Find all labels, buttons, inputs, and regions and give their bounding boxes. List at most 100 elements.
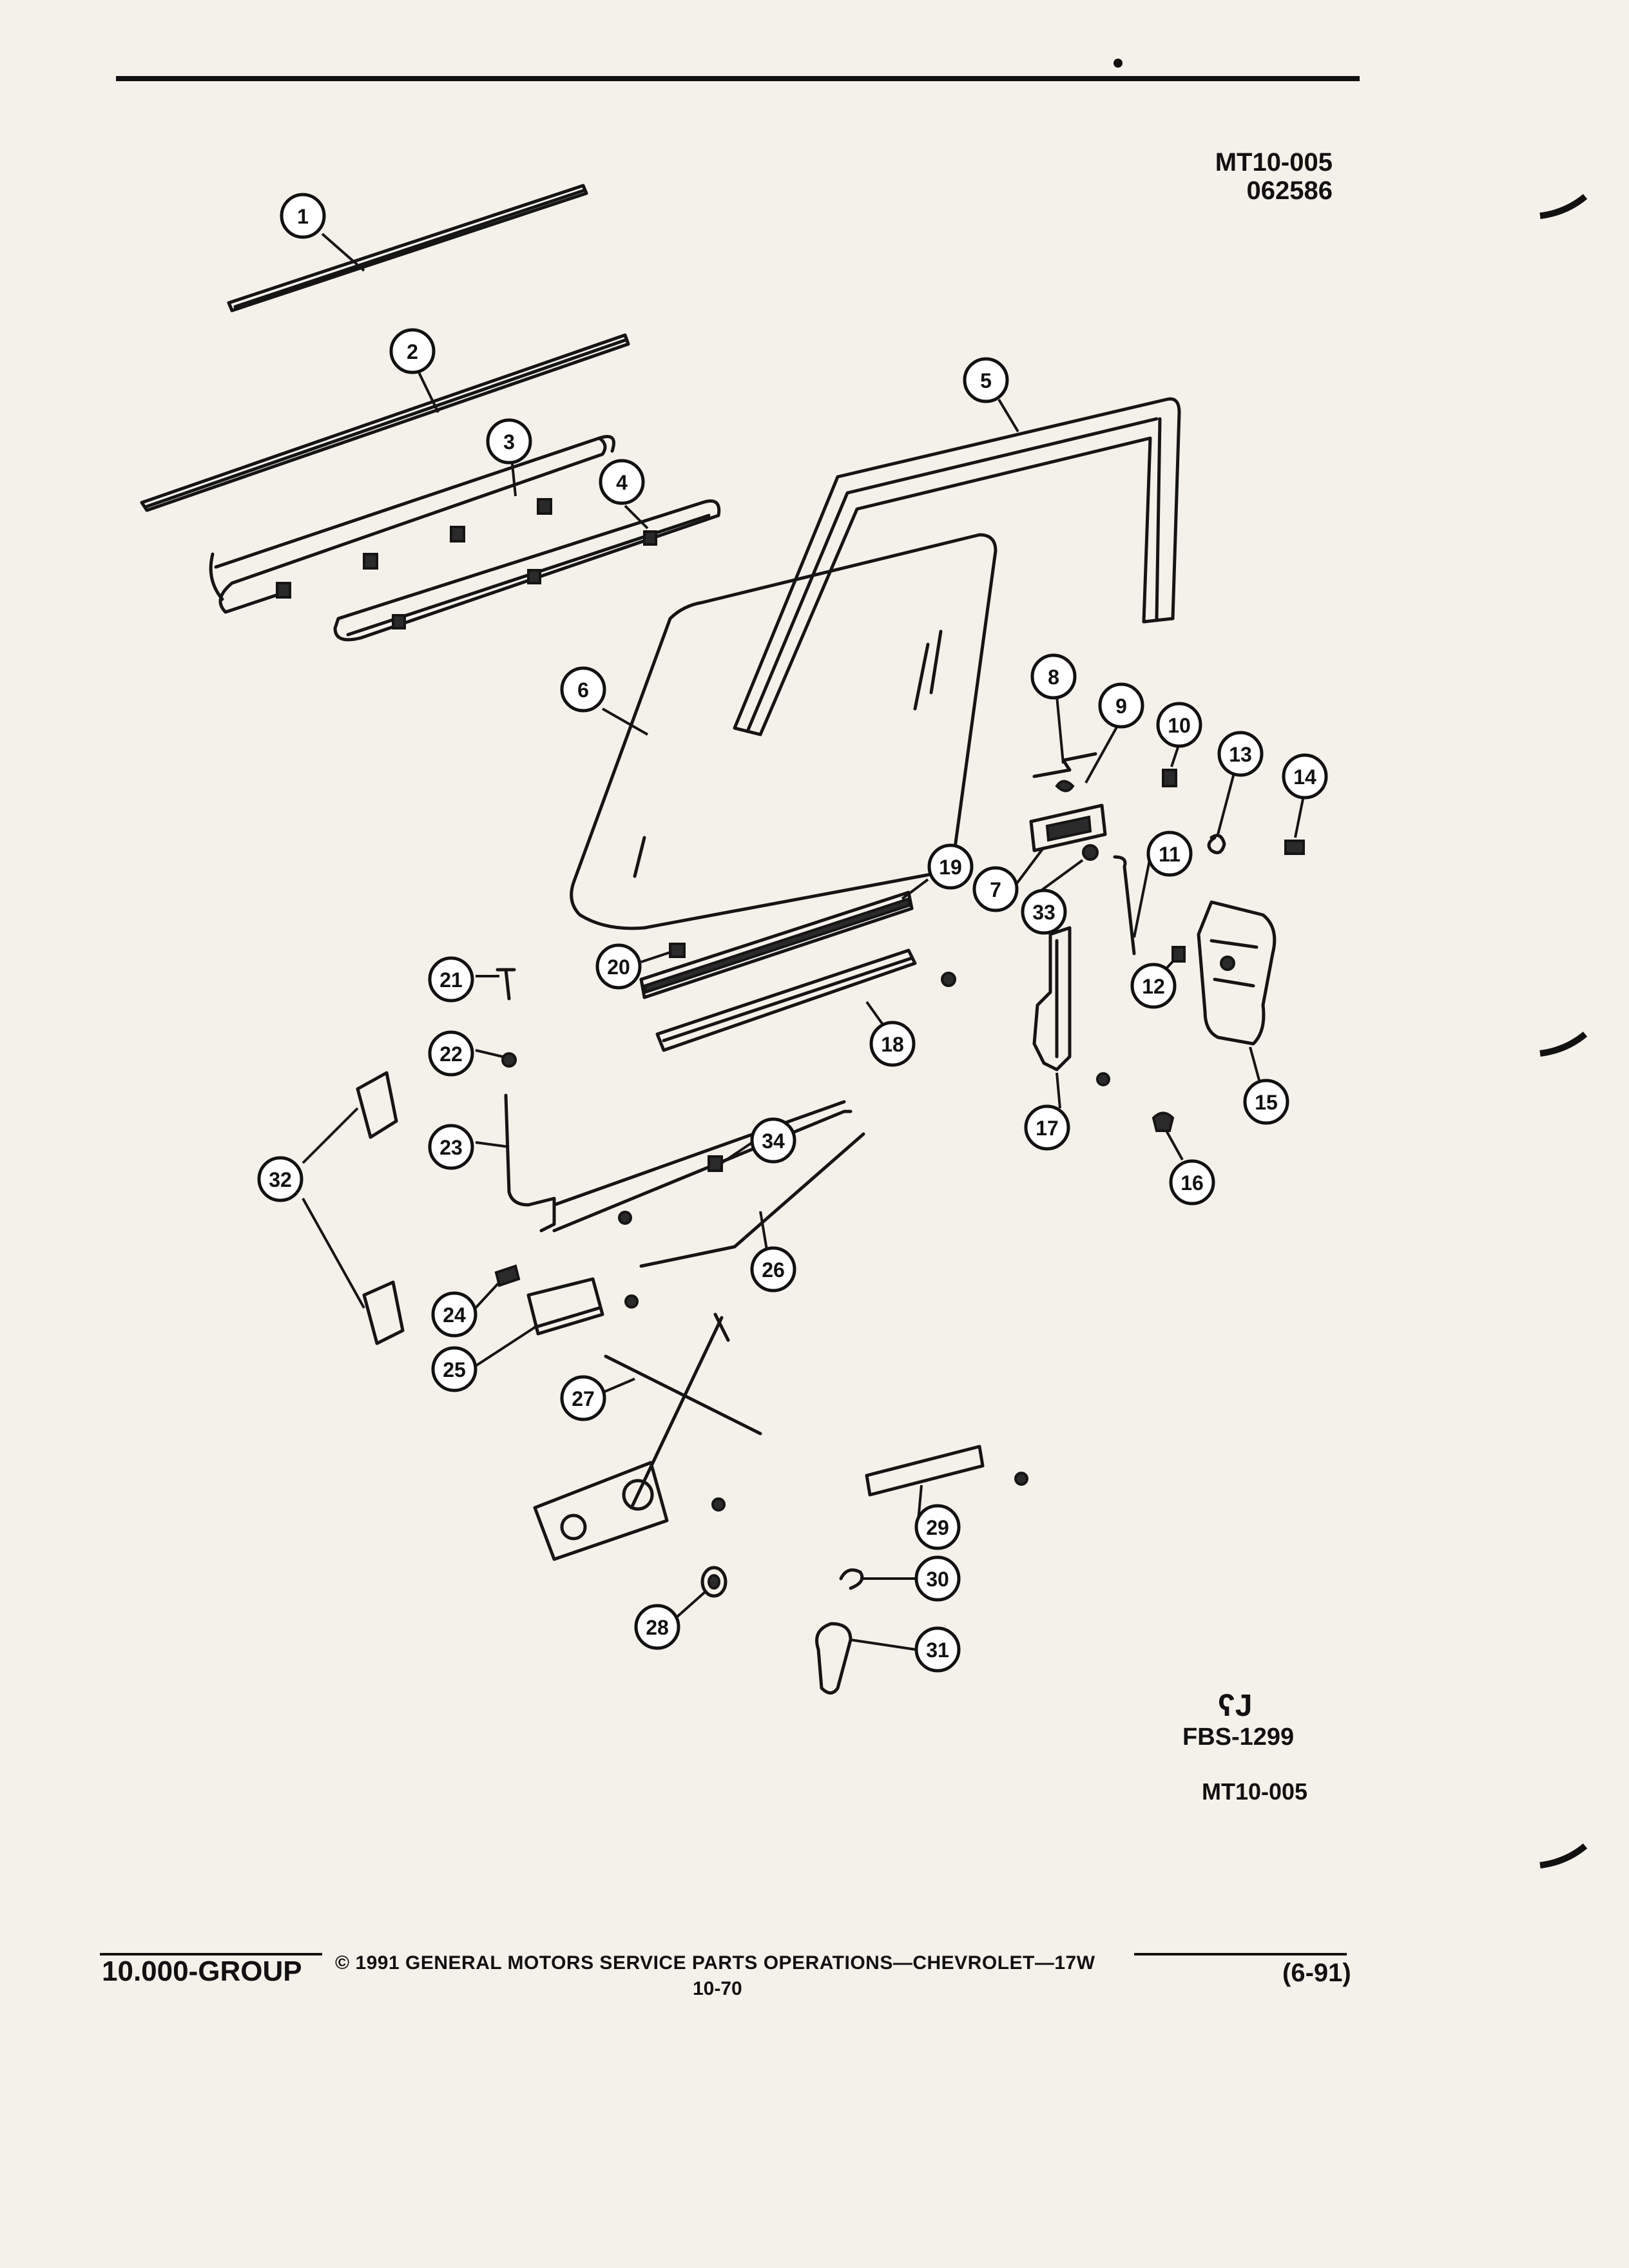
- callout-24: 24: [431, 1291, 477, 1338]
- callout-number: 31: [926, 1639, 949, 1662]
- gm-spo-logo: ʕJ: [1218, 1689, 1253, 1723]
- callout-28: 28: [634, 1604, 680, 1650]
- part-21-bolt: [496, 968, 516, 1001]
- callout-circle: [486, 418, 532, 465]
- callout-number: 33: [1032, 901, 1055, 924]
- callout-number: 8: [1048, 666, 1059, 689]
- part-9-grommet: [1055, 780, 1075, 793]
- part-11-rod: [1113, 855, 1136, 956]
- callout-number: 7: [990, 878, 1001, 901]
- callout-circle: [927, 843, 974, 890]
- callout-circle: [428, 956, 474, 1003]
- callout-circle: [750, 1246, 796, 1293]
- top-dot: [1113, 59, 1123, 68]
- callout-31: 31: [914, 1626, 961, 1673]
- callout-number: 13: [1229, 743, 1252, 766]
- part-10-clip: [1162, 769, 1177, 787]
- callout-8: 8: [1030, 653, 1077, 700]
- callout-26: 26: [750, 1246, 796, 1293]
- callout-10: 10: [1156, 702, 1202, 748]
- callout-circle: [595, 943, 642, 990]
- part-16-clip: [1152, 1111, 1175, 1132]
- callout-number: 15: [1255, 1091, 1278, 1114]
- callout-number: 19: [939, 856, 962, 879]
- page-number: 10-70: [693, 1978, 742, 1999]
- part-5-window-channel: [733, 397, 1181, 736]
- callout-circle: [914, 1626, 961, 1673]
- callout-number: 29: [926, 1516, 949, 1539]
- callout-32: 32: [257, 1156, 304, 1202]
- callout-circle: [389, 328, 436, 374]
- part-15-door-latch: [1197, 900, 1277, 1046]
- callout-circle: [599, 459, 645, 505]
- callout-circle: [1098, 682, 1144, 729]
- callout-number: 12: [1142, 975, 1165, 998]
- callout-balloons: 1234567891011121314151617181920212223242…: [257, 193, 1328, 1673]
- callout-number: 16: [1181, 1171, 1204, 1195]
- callout-22: 22: [428, 1030, 474, 1077]
- callout-circle: [1024, 1104, 1070, 1151]
- screw-27: [711, 1497, 726, 1512]
- callout-number: 4: [616, 471, 628, 494]
- part-25-inside-handle: [526, 1277, 604, 1336]
- callout-34: 34: [750, 1117, 796, 1164]
- callout-circle: [869, 1021, 916, 1067]
- binder-mark-1: [1539, 194, 1588, 219]
- callout-number: 23: [439, 1136, 463, 1159]
- callout-number: 20: [607, 956, 630, 979]
- part-23-lock-rod: [504, 1093, 846, 1233]
- callout-circle: [1217, 731, 1264, 777]
- part-29-bracket: [865, 1445, 985, 1497]
- callout-circle: [431, 1346, 477, 1392]
- part-34-clip: [708, 1155, 723, 1172]
- callout-12: 12: [1130, 963, 1177, 1009]
- callout-number: 1: [297, 205, 309, 228]
- callout-circle: [1130, 963, 1177, 1009]
- callout-25: 25: [431, 1346, 477, 1392]
- callout-circle: [634, 1604, 680, 1650]
- part-19-sash-channel: [639, 890, 914, 999]
- callout-16: 16: [1169, 1159, 1215, 1206]
- callout-number: 9: [1115, 695, 1127, 718]
- callout-number: 3: [503, 430, 515, 454]
- copyright-line: © 1991 GENERAL MOTORS SERVICE PARTS OPER…: [335, 1952, 1095, 1974]
- callout-number: 24: [443, 1303, 466, 1327]
- callout-circle: [750, 1117, 796, 1164]
- part-27-window-regulator: [533, 1312, 762, 1561]
- callout-6: 6: [560, 666, 606, 713]
- binder-mark-2: [1539, 1032, 1588, 1057]
- part-18-glass-channel: [655, 948, 917, 1052]
- part-4-sealing-strip: [333, 499, 721, 642]
- figure-code-line-2: 062586: [1246, 177, 1333, 205]
- callout-number: 21: [439, 968, 463, 992]
- callout-number: 10: [1168, 714, 1191, 737]
- callout-number: 30: [926, 1568, 949, 1591]
- callout-number: 28: [646, 1616, 669, 1639]
- fbs-code: FBS-1299: [1182, 1724, 1295, 1751]
- part-22-nut: [501, 1052, 517, 1068]
- callout-27: 27: [560, 1375, 606, 1421]
- screw-25: [624, 1294, 639, 1309]
- callout-circle: [431, 1291, 477, 1338]
- part-32-door-hinges: [356, 1071, 405, 1345]
- callout-number: 11: [1159, 843, 1181, 866]
- callout-circle: [963, 357, 1009, 403]
- callout-9: 9: [1098, 682, 1144, 729]
- callout-number: 32: [269, 1168, 292, 1191]
- part-33-grommet: [1082, 844, 1099, 861]
- callout-number: 34: [762, 1129, 785, 1153]
- callout-number: 26: [762, 1258, 785, 1282]
- callout-circle: [1282, 753, 1328, 800]
- callout-circle: [1243, 1079, 1289, 1125]
- callout-circle: [1030, 653, 1077, 700]
- callout-number: 22: [439, 1043, 463, 1066]
- part-31-window-crank: [815, 1622, 853, 1695]
- part-2-weatherstrip: [140, 333, 630, 512]
- date-code: (6-91): [1282, 1959, 1351, 1987]
- callout-circle: [914, 1504, 961, 1550]
- part-6-window-glass: [570, 533, 998, 930]
- part-17-run-channel: [1032, 926, 1072, 1072]
- callout-circle: [428, 1030, 474, 1077]
